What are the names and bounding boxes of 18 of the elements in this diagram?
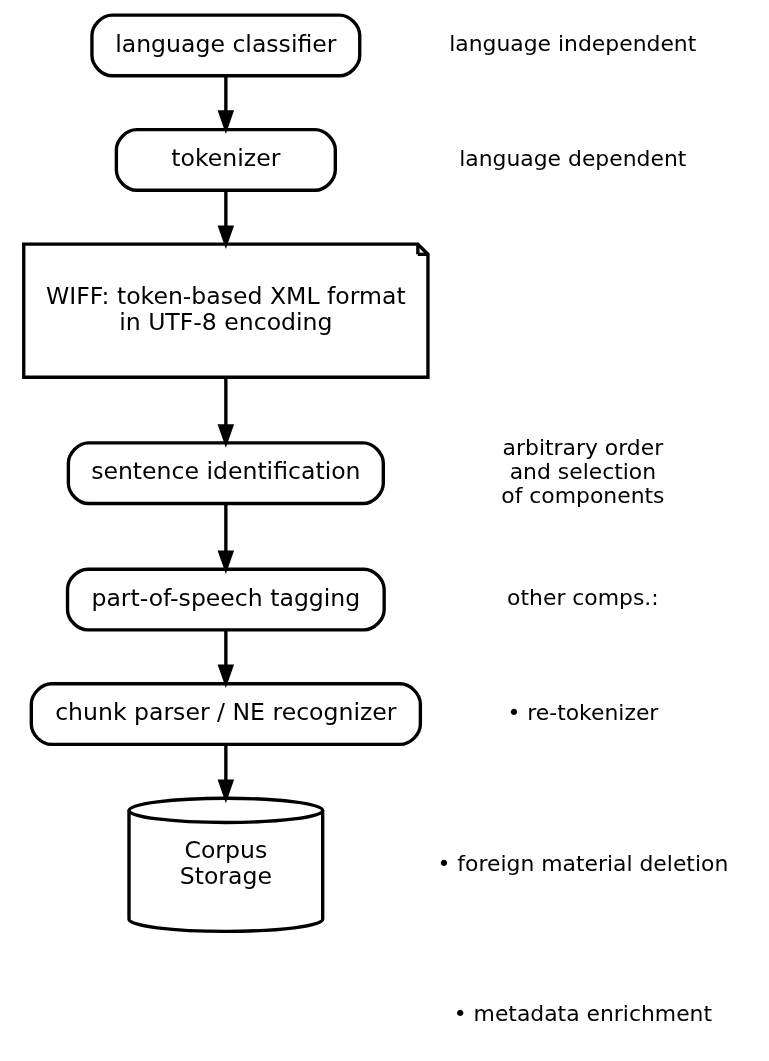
arrow (217, 504, 234, 575)
node-box: language classifier (89, 13, 361, 78)
label: • metadata enrichment (453, 1001, 712, 1027)
arrow (217, 190, 234, 250)
node-box: tokenizer (114, 127, 337, 192)
arrow (217, 377, 234, 448)
label: language dependent (458, 145, 686, 171)
node-box: part-of-speech tagging (65, 567, 386, 632)
label: • re-tokenizer (506, 699, 658, 725)
node-box: sentence identification (66, 441, 385, 506)
node-box: chunk parser / NE recognizer (29, 682, 422, 747)
arrow (217, 744, 234, 804)
label: • foreign material deletion (437, 850, 728, 876)
arrow (217, 630, 234, 689)
label: other comps.: (506, 585, 659, 611)
arrow (217, 76, 234, 134)
label: arbitrary order and selection of components (500, 435, 664, 508)
label: language independent (448, 31, 696, 57)
